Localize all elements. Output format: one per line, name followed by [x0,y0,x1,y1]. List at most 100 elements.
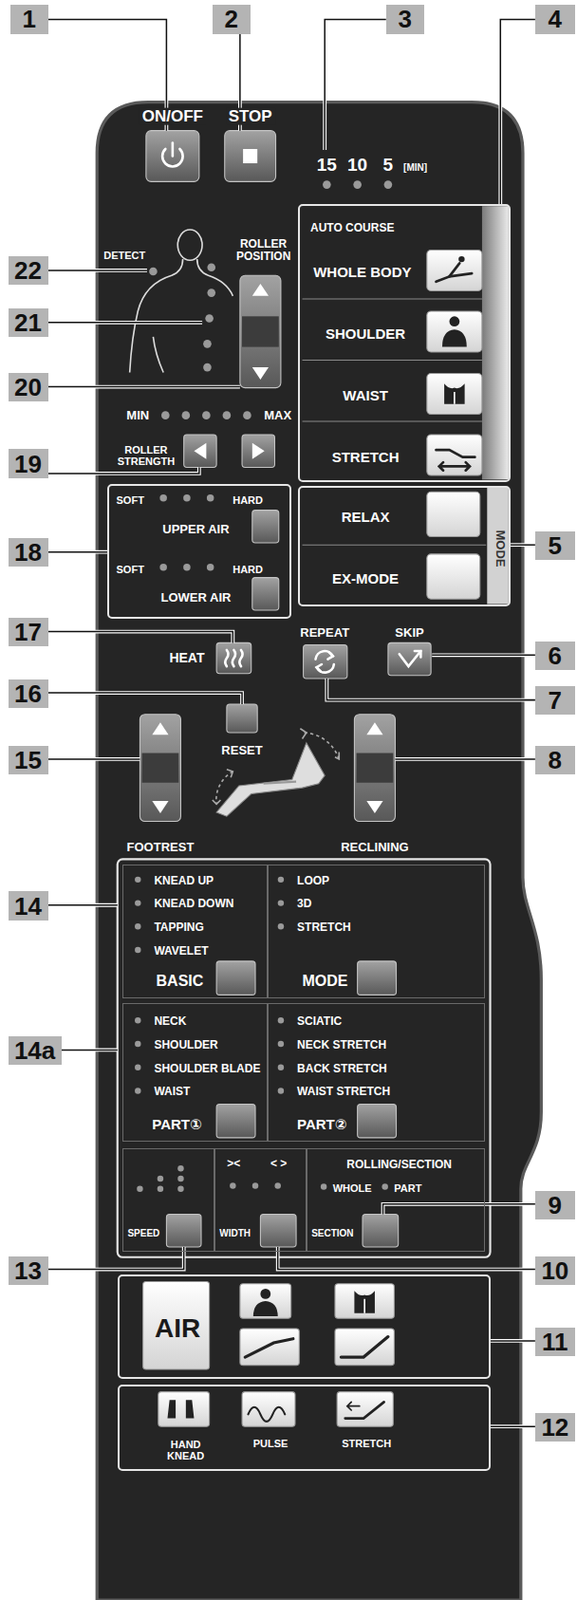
control-label: STOP [225,107,276,126]
panel-text: AUTO COURSE [310,222,394,235]
panel-text: BACK STRETCH [297,1062,388,1076]
panel-text: WAIST STRETCH [297,1086,391,1099]
callout-number: 20 [8,372,49,402]
panel-text: HARD [232,563,263,576]
panel-text: RELAX [341,509,391,526]
control-label: ROLLER STRENGTH [109,444,183,467]
control-panel: AIR [117,1274,491,1379]
control-label: 5 [383,155,394,176]
control-panel: LOOP3DSTRETCHMODE [267,864,485,999]
panel-text: SOFT [116,563,145,576]
control-panel: SOFTHARDUPPER AIRSOFTHARDLOWER AIR [107,483,292,619]
control-label: 15 [316,155,337,176]
control-panel: HAND KNEAD PULSE STRETCH [117,1384,491,1471]
callout-number: 3 [386,4,425,34]
control-label: SKIP [394,626,424,640]
callout-number: 11 [535,1327,576,1357]
panel-text: WHOLE [333,1182,373,1194]
callout-number: 22 [8,256,49,285]
control-label: DETECT [103,249,146,261]
panel-text: WAIST [153,1086,190,1099]
callout-number: 1 [10,4,49,34]
callout-number: 15 [8,745,49,775]
panel-text: MODE [493,529,507,567]
panel-text: HAND KNEAD [159,1438,213,1462]
leader-lines [48,18,536,1427]
panel-text: PART [393,1182,422,1194]
leader-lines [48,18,536,1427]
control-panel: SPEED [122,1148,215,1253]
control-label: REPEAT [299,626,350,640]
control-label: 10 [347,155,368,176]
callout-number: 2 [212,4,251,34]
control-panel: KNEAD UP KNEAD DOWN TAPPING WAVELET BASIC [122,864,268,999]
panel-text: STRETCH [332,449,400,466]
panel-text: HARD [232,494,263,506]
panel-text: PART① [151,1116,202,1133]
panel-text: 3D [297,898,312,912]
panel-text: LOOP [297,874,330,888]
air-buttons [143,1282,395,1428]
control-label: ROLLER POSITION [226,237,300,262]
control-panel: SCIATICNECK STRETCHBACK STRETCHWAIST STR… [267,1003,485,1142]
control-label: [MIN] [403,162,428,173]
remote-body [96,102,541,1600]
control-panel: ROLLING/SECTION WHOLE PART SECTION [306,1148,485,1253]
callout-number: 8 [535,745,576,775]
panel-text: WHOLE BODY [313,264,411,281]
control-panel: RELAX EX-MODE MODE [297,485,511,607]
callout-number: 13 [8,1256,49,1285]
callout-number: 5 [535,531,576,560]
control-label: MIN [126,409,149,423]
panel-text: SECTION [311,1227,354,1238]
callout-number: 18 [8,538,49,567]
panel-text: BASIC [156,972,205,990]
panel-text: KNEAD DOWN [153,898,234,912]
panel-text: WAIST [342,388,389,405]
panel-text: KNEAD UP [153,874,214,888]
callout-number: 10 [535,1256,576,1285]
panel-text: STRETCH [341,1437,391,1450]
callout-number: 7 [535,686,576,715]
callout-number: 14 [8,891,49,920]
panel-text: SPEED [127,1227,160,1238]
control-label: HEAT [168,651,205,666]
panel-text: ROLLING/SECTION [346,1158,452,1172]
panel-text: PART② [297,1116,347,1133]
panel-text: EX-MODE [332,571,399,588]
panel-text: PULSE [253,1437,289,1450]
control-panel: AUTO COURSE WHOLE BODY SHOULDER WAIST STRETC… [297,204,511,483]
panel-text: WIDTH [219,1227,251,1238]
panel-text: STRETCH [297,922,352,935]
panel-text: < > [270,1157,287,1171]
panel-text: SOFT [116,494,145,506]
callout-number: 9 [535,1191,576,1220]
control-label: RECLINING [340,840,410,855]
panel-text: WAVELET [153,945,208,958]
panel-text: SHOULDER [325,325,406,342]
control-label: ON/OFF [139,107,206,126]
panel-text: SHOULDER BLADE [153,1062,261,1076]
control-label: RESET [221,744,262,758]
panel-text: TAPPING [153,922,204,935]
control-panel: >< < > WIDTH [214,1148,307,1253]
panel-text: >< [226,1157,241,1171]
callout-number: 16 [8,679,49,708]
control-label: FOOTREST [127,840,195,855]
callout-number: 21 [8,308,49,337]
grey-buttons [139,130,431,1248]
callout-number: 14a [8,1036,62,1065]
callout-number: 4 [535,4,576,34]
panel-text: SHOULDER [153,1039,218,1052]
panel-text: AIR [154,1313,201,1343]
panel-text: UPPER AIR [162,522,229,537]
panel-text: NECK STRETCH [297,1039,387,1052]
control-label: MAX [263,409,292,423]
callout-number: 19 [8,448,49,478]
auto-course-art [302,205,509,604]
manual-panel-frame [117,858,491,1257]
callout-number: 6 [535,641,576,671]
callout-number: 12 [535,1413,576,1442]
